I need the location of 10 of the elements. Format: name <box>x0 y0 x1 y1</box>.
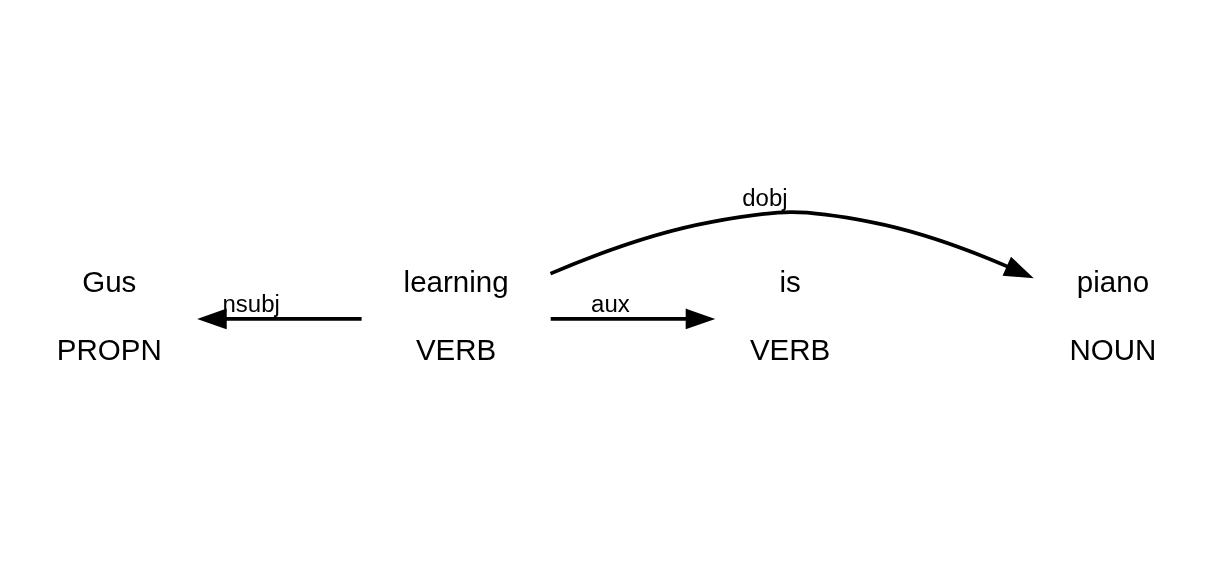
edge-label: nsubj <box>222 290 280 318</box>
arrow <box>550 308 716 330</box>
arrow <box>549 210 1034 279</box>
node-text: is VERB <box>749 264 831 367</box>
node-text: Gus PROPN <box>56 264 162 367</box>
arrow <box>197 308 362 330</box>
edge-label: aux <box>591 290 630 318</box>
node-text: piano NOUN <box>1069 264 1157 367</box>
edge-label: dobj <box>742 183 788 211</box>
node-text: learning VERB <box>403 264 509 367</box>
